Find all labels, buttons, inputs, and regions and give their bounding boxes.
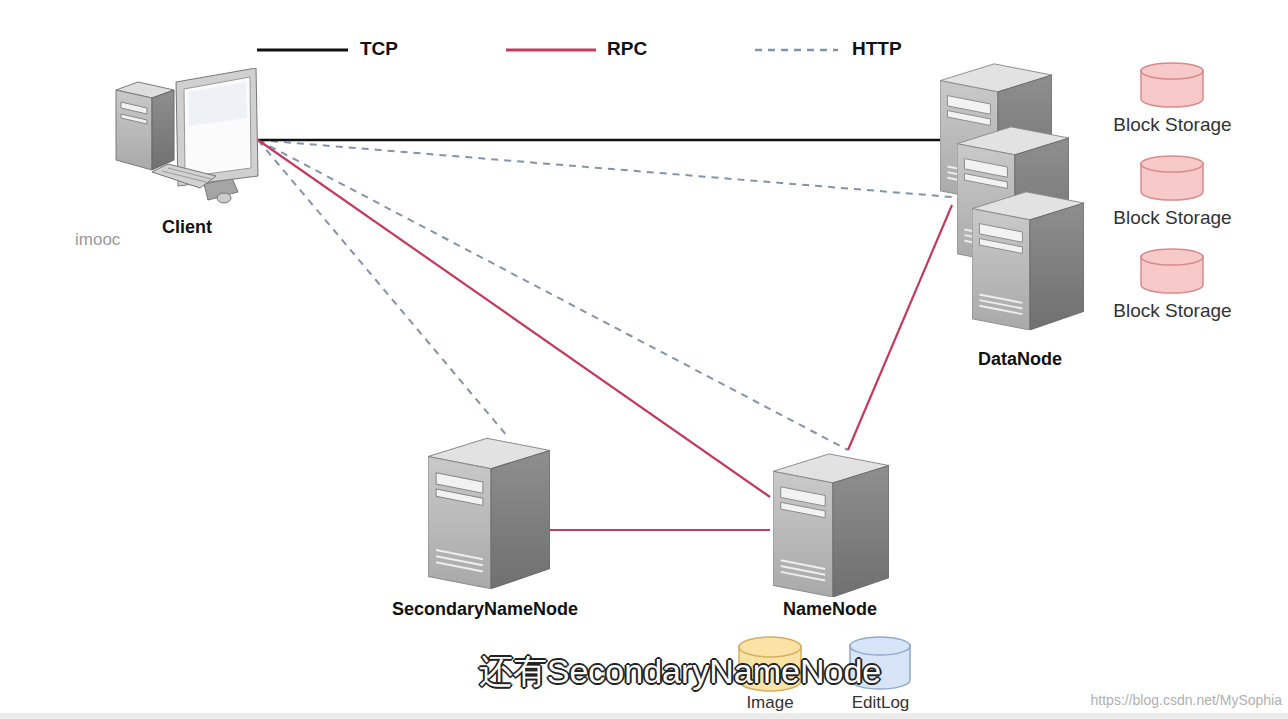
storage-cylinder (1140, 62, 1204, 108)
client-node: Client (112, 68, 262, 240)
namenode: NameNode (760, 450, 900, 622)
datanode-group: DataNode (940, 60, 1100, 370)
tcp-connection (258, 139, 940, 142)
rpc-connection (848, 205, 952, 450)
block-storage: Block Storage (1100, 153, 1245, 231)
bottom-bar (0, 713, 1288, 719)
node-label: Client (112, 216, 262, 238)
node-label: NameNode (760, 598, 900, 620)
block-storage: Block Storage (1100, 60, 1245, 138)
storage-cylinder (1140, 155, 1204, 201)
node-label: Image (730, 693, 810, 713)
http-connection (258, 140, 848, 450)
rpc-line-sample (506, 49, 596, 52)
node-label: Block Storage (1100, 300, 1245, 322)
video-subtitle: 还有SecondaryNameNode (479, 651, 882, 691)
http-line-sample (755, 49, 838, 52)
server-icon (770, 452, 892, 597)
node-label: DataNode (940, 348, 1100, 370)
watermark-url: https://blog.csdn.net/MySophia (1091, 692, 1282, 708)
legend-label: HTTP (852, 38, 902, 60)
http-connection (258, 140, 952, 197)
node-label: Block Storage (1100, 207, 1245, 229)
rpc-connection (550, 529, 770, 531)
node-label: EditLog (838, 693, 923, 713)
node-label: SecondaryNameNode (365, 598, 605, 620)
node-label: Block Storage (1100, 114, 1245, 136)
server-icon (428, 435, 550, 590)
secondary-namenode: SecondaryNameNode (365, 432, 605, 620)
legend-label: RPC (607, 38, 647, 60)
tcp-line-sample (257, 49, 348, 52)
block-storage: Block Storage (1100, 246, 1245, 324)
legend-label: TCP (360, 38, 398, 60)
server-icon (972, 190, 1084, 330)
computer-icon (112, 68, 262, 208)
watermark-text: imooc (75, 230, 120, 250)
storage-cylinder (1140, 248, 1204, 294)
